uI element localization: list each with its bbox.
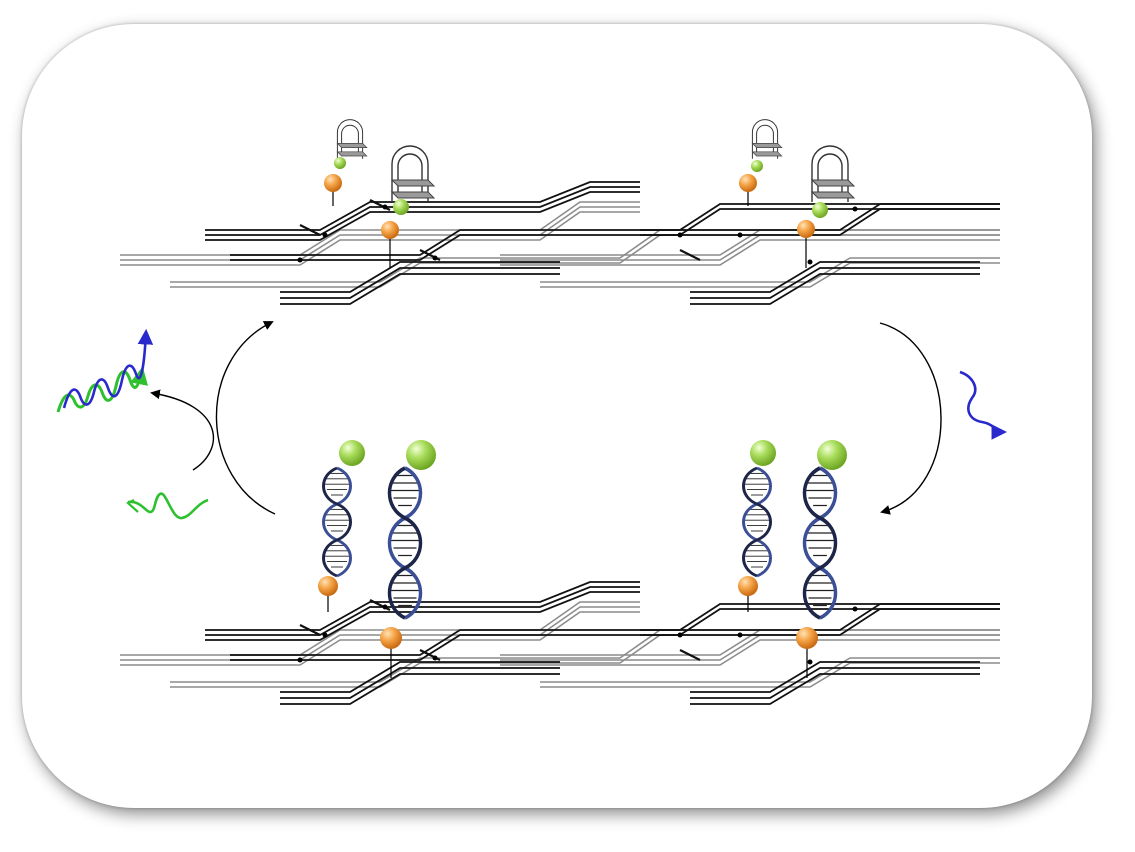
orange-anchor-sphere [381, 221, 399, 239]
bottom-open-duplex-state [118, 440, 1002, 706]
green-fluorophore-sphere [751, 160, 763, 172]
green-fluorophore-sphere [406, 440, 436, 470]
orange-anchor-sphere [380, 627, 402, 649]
hairpin-probe [739, 119, 783, 206]
green-fluorophore-sphere [334, 157, 346, 169]
dna-double-helix [380, 440, 436, 678]
dna-double-helix [318, 440, 365, 612]
dna-origami-scaffold-top [118, 180, 1002, 306]
green-fluorophore-sphere [393, 199, 409, 215]
dna-double-helix [738, 440, 776, 612]
orange-anchor-sphere [739, 174, 757, 192]
green-fluorophore-sphere [812, 202, 828, 218]
dna-double-helix [796, 440, 847, 678]
emission-branch-arrow [150, 389, 215, 471]
top-closed-hairpin-state [118, 119, 1002, 306]
excitation-wave-green-icon [127, 492, 209, 520]
curved-cycle-arrow-left [215, 321, 276, 515]
hairpin-probe [381, 145, 435, 268]
orange-anchor-sphere [797, 220, 815, 238]
green-fluorophore-sphere [817, 440, 847, 470]
orange-anchor-sphere [796, 627, 818, 649]
figure-card [22, 24, 1092, 808]
orange-anchor-sphere [318, 576, 338, 596]
dna-origami-scaffold-bottom [118, 580, 1002, 706]
hairpin-probe [324, 119, 368, 206]
emission-wave-icon [56, 328, 154, 413]
curved-cycle-arrow-right [879, 322, 942, 515]
orange-anchor-sphere [324, 174, 342, 192]
hairpin-probe [797, 145, 855, 268]
green-fluorophore-sphere [750, 440, 776, 466]
green-fluorophore-sphere [339, 440, 365, 466]
orange-anchor-sphere [738, 576, 758, 596]
excitation-wave-blue-icon [959, 370, 1008, 440]
green-wave-arrowhead-icon [126, 499, 139, 513]
